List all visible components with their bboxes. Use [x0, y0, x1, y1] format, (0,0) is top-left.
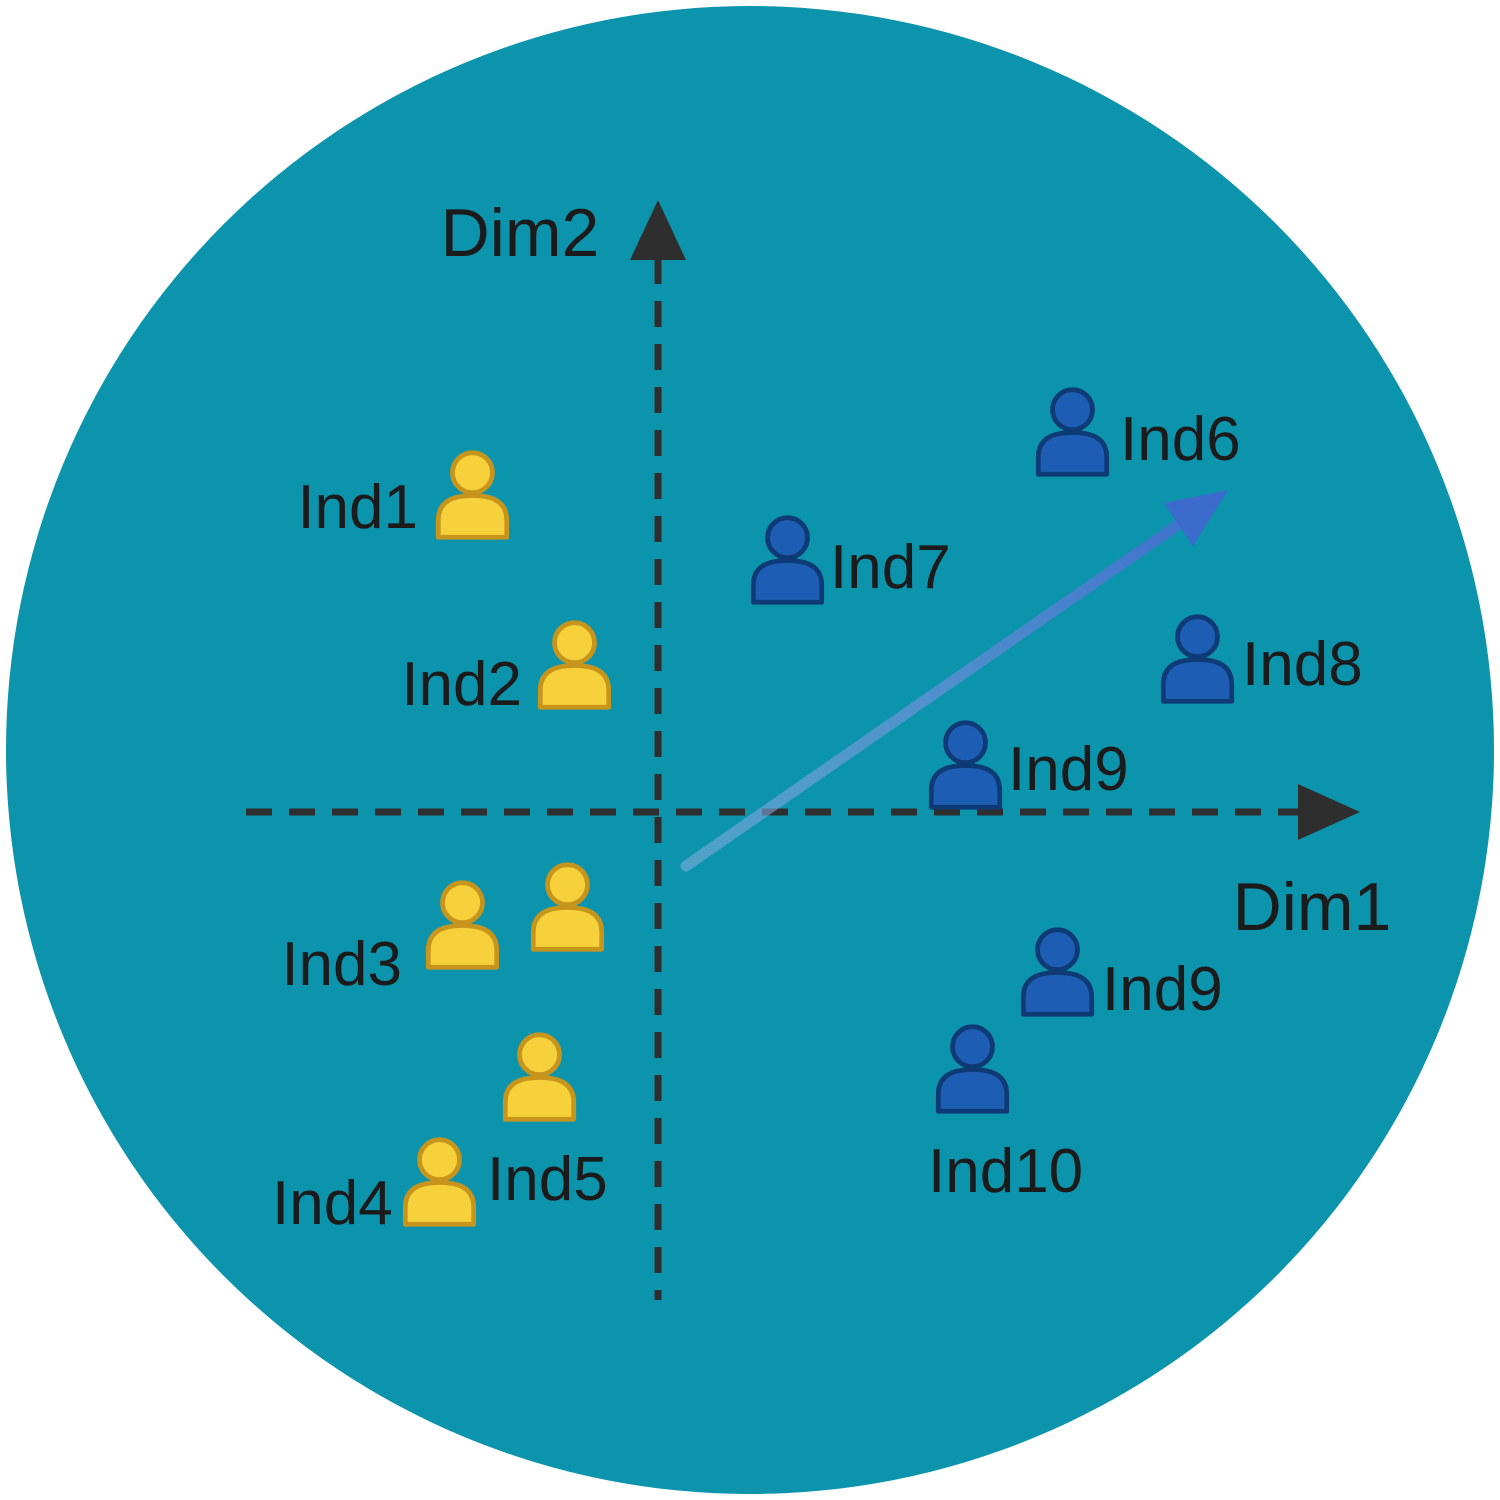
label-ind9b: Ind9 — [1102, 955, 1223, 1024]
label-ind5: Ind5 — [487, 1145, 608, 1214]
y-axis-label: Dim2 — [441, 195, 600, 271]
label-ind6: Ind6 — [1120, 405, 1241, 474]
label-ind4: Ind4 — [272, 1169, 393, 1238]
x-axis-arrowhead — [1298, 784, 1360, 840]
label-ind9: Ind9 — [1008, 735, 1129, 804]
trend-arrow-head — [1164, 490, 1228, 546]
label-ind3: Ind3 — [281, 930, 402, 999]
y-axis-arrowhead — [630, 200, 686, 260]
circle-background — [6, 6, 1494, 1494]
label-ind2: Ind2 — [401, 650, 522, 719]
trend-arrow-line — [680, 514, 1191, 872]
label-ind7: Ind7 — [830, 533, 951, 602]
label-ind1: Ind1 — [297, 473, 418, 542]
label-ind8: Ind8 — [1242, 630, 1363, 699]
x-axis-label: Dim1 — [1233, 869, 1392, 945]
label-ind10: Ind10 — [928, 1137, 1083, 1206]
